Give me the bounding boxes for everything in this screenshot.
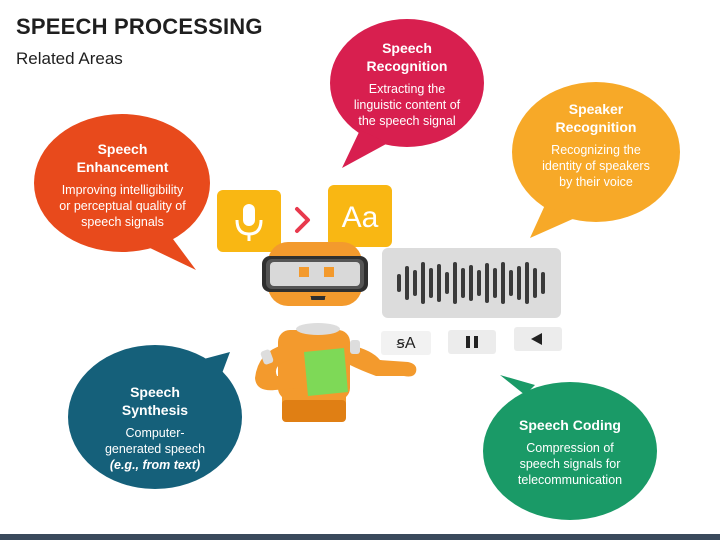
bubble-recognition-desc-3: the speech signal bbox=[358, 114, 456, 128]
bubble-recognition-desc-1: Extracting the bbox=[368, 82, 446, 96]
bubble-speaker-desc-1: Recognizing the bbox=[551, 143, 641, 157]
page-subtitle: Related Areas bbox=[16, 49, 123, 68]
bubble-synthesis-desc-3: (e.g., from text) bbox=[109, 458, 201, 472]
bubble-speaker-desc-2: identity of speakers bbox=[542, 159, 650, 173]
aa-label: Aa bbox=[341, 201, 379, 234]
bubble-coding-desc-2: speech signals for bbox=[519, 457, 621, 471]
bubble-coding-title: Speech Coding bbox=[519, 417, 621, 433]
bubble-synthesis-shape bbox=[68, 345, 242, 489]
bubble-synthesis-desc-1: Computer- bbox=[125, 426, 185, 440]
page-title: SPEECH PROCESSING bbox=[16, 14, 263, 39]
chevron-right-icon bbox=[295, 207, 310, 233]
bubble-speaker-shape bbox=[512, 82, 680, 238]
microphone-icon bbox=[217, 190, 281, 252]
bubble-enhancement-shape bbox=[34, 114, 210, 270]
bubble-coding: Speech Coding Compression of speech sign… bbox=[495, 416, 645, 488]
bubble-enhancement-desc-1: Improving intelligibility bbox=[61, 183, 184, 197]
bubble-coding-desc-1: Compression of bbox=[526, 441, 614, 455]
bubble-speaker-desc-3: by their voice bbox=[559, 175, 633, 189]
bubble-enhancement-desc-2: or perceptual quality of bbox=[59, 199, 186, 213]
bubble-coding-shape bbox=[483, 375, 657, 520]
bubble-synthesis-desc-2: generated speech bbox=[104, 442, 206, 456]
play-back-icon bbox=[514, 327, 562, 351]
bubble-enhancement-desc-3: speech signals bbox=[81, 215, 164, 229]
bubble-coding-desc-3: telecommunication bbox=[517, 473, 623, 487]
bottom-bar bbox=[0, 534, 720, 540]
translate-label: ꞩA bbox=[396, 335, 416, 352]
bubble-recognition-shape bbox=[330, 19, 484, 168]
translate-icon bbox=[381, 331, 431, 355]
pause-icon bbox=[448, 330, 496, 354]
robot-icon bbox=[255, 242, 417, 422]
waveform-icon bbox=[382, 248, 561, 318]
bubble-recognition-desc-2: linguistic content of bbox=[353, 98, 461, 112]
text-aa-icon bbox=[328, 185, 392, 247]
